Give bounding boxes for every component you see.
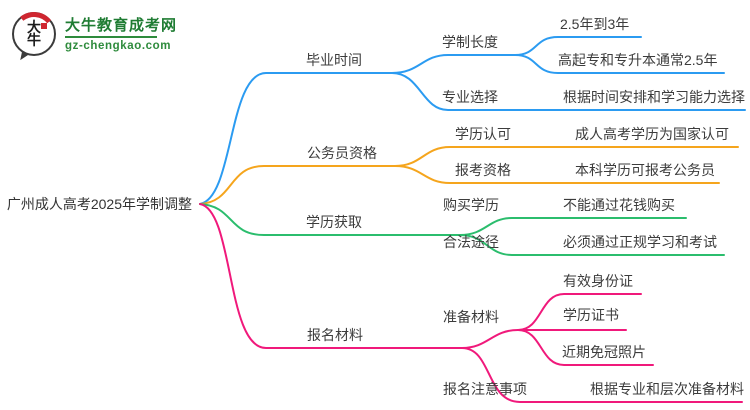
branch-3-child-0-label: 准备材料 <box>443 309 499 325</box>
branch-2-child-0-leaf-0: 不能通过花钱购买 <box>563 197 675 213</box>
branch-3-child-1-label: 报名注意事项 <box>443 381 527 397</box>
branch-2-child-1-leaf-0: 必须通过正规学习和考试 <box>563 234 717 250</box>
badge-characters: 大 牛 <box>27 19 41 48</box>
root-topic: 广州成人高考2025年学制调整 <box>6 196 192 212</box>
site-url: gz-chengkao.com <box>65 39 172 52</box>
logo-divider <box>65 35 157 38</box>
site-logo: 大 牛 大牛教育成考网 gz-chengkao.com <box>9 9 177 62</box>
branch-degree-obtain-connector <box>199 203 725 256</box>
bull-badge-icon: 大 牛 <box>9 9 59 62</box>
branch-0-child-0-leaf-0: 2.5年到3年 <box>560 16 630 32</box>
branch-materials-connector <box>199 203 743 403</box>
branch-2-label: 学历获取 <box>306 214 362 230</box>
branch-civil-servant-connector <box>199 146 739 205</box>
branch-3-child-0-leaf-1: 学历证书 <box>563 307 619 323</box>
site-name: 大牛教育成考网 <box>65 16 178 34</box>
branch-0-child-1-label: 专业选择 <box>442 89 498 105</box>
branch-1-child-0-label: 学历认可 <box>455 126 511 142</box>
branch-3-child-0-leaf-2: 近期免冠照片 <box>562 344 646 360</box>
branch-3-label: 报名材料 <box>307 327 363 343</box>
branch-2-child-1-label: 合法途径 <box>443 234 499 250</box>
branch-1-child-0-leaf-0: 成人高考学历为国家认可 <box>575 126 729 142</box>
branch-1-child-1-leaf-0: 本科学历可报考公务员 <box>575 162 715 178</box>
branch-1-child-1-label: 报考资格 <box>455 162 511 178</box>
branch-0-label: 毕业时间 <box>306 52 362 68</box>
branch-3-child-1-leaf-0: 根据专业和层次准备材料 <box>590 381 744 397</box>
branch-3-child-0-leaf-0: 有效身份证 <box>563 273 633 289</box>
branch-0-child-1-leaf-0: 根据时间安排和学习能力选择 <box>563 89 745 105</box>
branch-2-child-0-label: 购买学历 <box>443 197 499 213</box>
logo-text-block: 大牛教育成考网 gz-chengkao.com <box>65 17 177 52</box>
badge-red-seal <box>41 23 47 29</box>
branch-graduation-time-connector <box>199 36 746 205</box>
speech-bubble-tail <box>20 52 30 62</box>
branch-0-child-0-leaf-1: 高起专和专升本通常2.5年 <box>558 52 718 68</box>
branch-1-label: 公务员资格 <box>307 145 377 161</box>
branch-0-child-0-label: 学制长度 <box>442 34 498 50</box>
